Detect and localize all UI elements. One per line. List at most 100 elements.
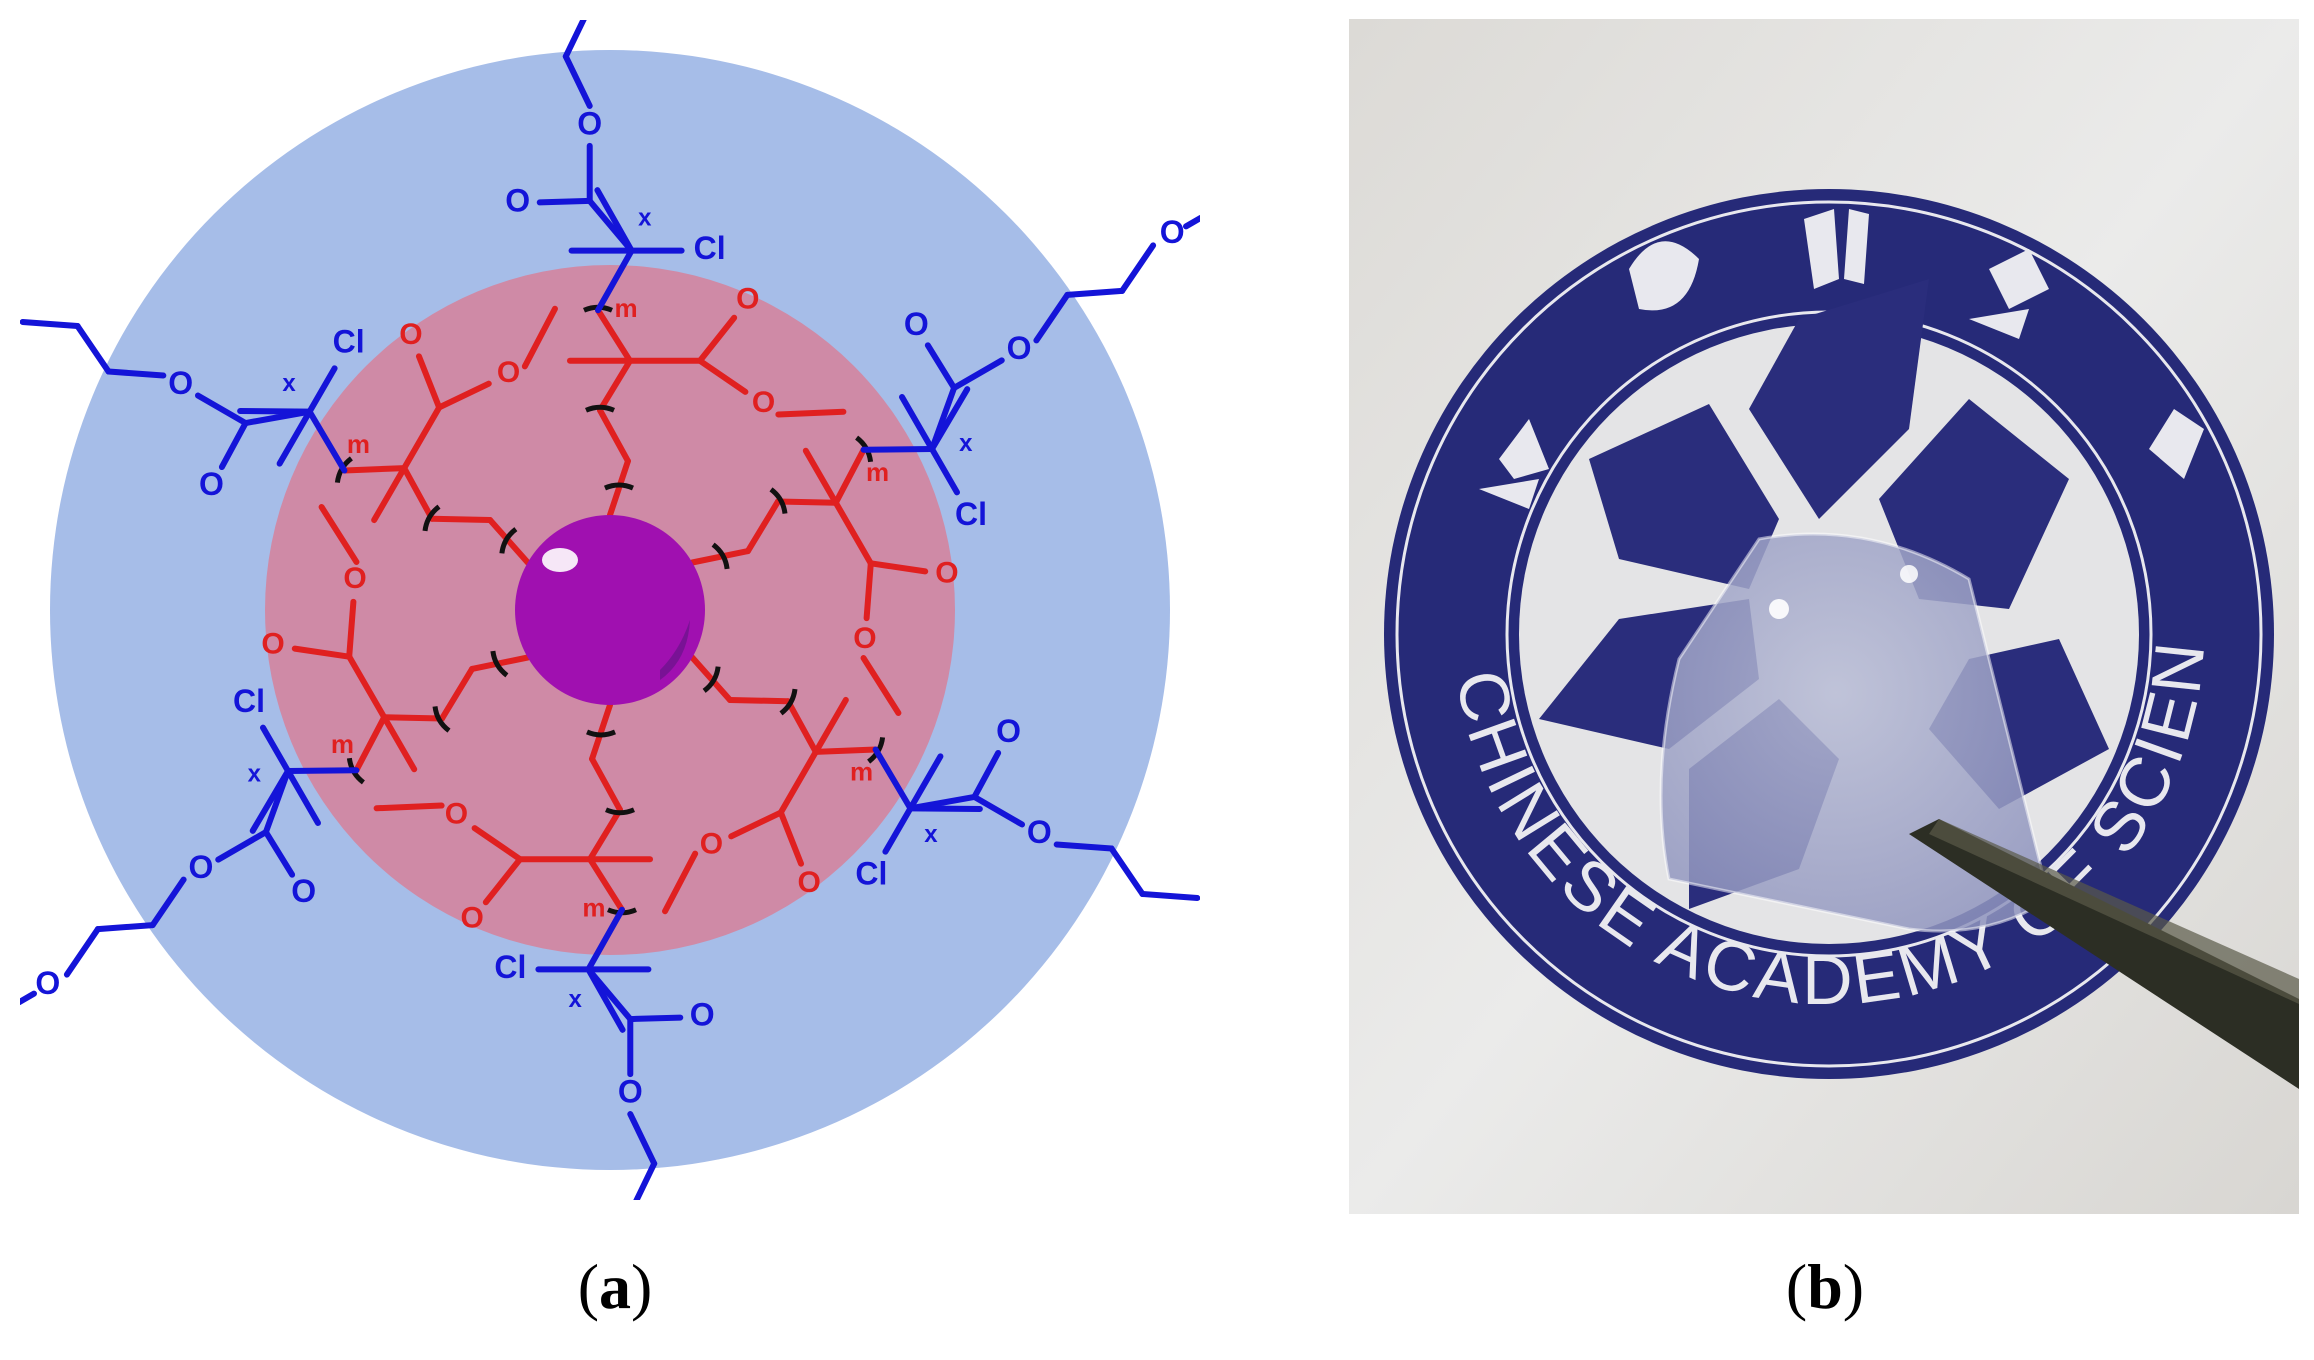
shell-chain-bond: [284, 767, 360, 774]
oxygen-label: O: [752, 386, 775, 419]
oxygen-label: O: [935, 557, 958, 590]
core-chain-bond: [726, 697, 791, 705]
repeat-x-label: x: [568, 986, 582, 1013]
core-chain-bond: [689, 654, 733, 704]
methyl-bond: [521, 305, 558, 370]
ester-bond: [585, 966, 634, 1023]
oxygen-label: O: [577, 105, 602, 141]
repeat-m-label: m: [331, 729, 354, 759]
oxygen-label: O: [904, 306, 929, 342]
oxygen-label: O: [797, 866, 820, 899]
chlorine-label: Cl: [233, 683, 265, 719]
core-chain-bond: [381, 714, 446, 722]
ester-bond: [951, 357, 1005, 391]
tweezers: [1909, 819, 2299, 1089]
oxygen-label: O: [736, 282, 759, 315]
core-chain-bond: [429, 515, 494, 523]
peg-chain-bond: [74, 323, 112, 375]
repeat-x-label: x: [924, 821, 938, 848]
oxygen-label: O: [445, 798, 468, 831]
chlorine-label: Cl: [855, 855, 887, 891]
oxygen-label: O: [188, 849, 213, 885]
carbonyl-bond: [867, 560, 929, 575]
repeat-x-label: x: [282, 370, 296, 397]
peg-chain-bond: [19, 318, 81, 330]
methyl-bond: [775, 408, 847, 418]
core-chain-bond: [832, 446, 867, 506]
caption-a: (a): [577, 1251, 653, 1322]
core-chain-bond: [487, 516, 531, 566]
chlorine-label: Cl: [694, 230, 726, 266]
core-chain-bond: [607, 458, 631, 518]
ester-bond: [929, 384, 958, 453]
peg-chain-bond: [1119, 242, 1157, 294]
peg-chain-bond: [627, 1111, 658, 1167]
methyl-bond: [802, 447, 839, 506]
repeat-m-label: m: [347, 429, 370, 459]
ester-bond: [194, 392, 249, 427]
peg-chain-bond: [1183, 214, 1204, 230]
repeat-bracket: [605, 807, 635, 816]
methyl-bond: [284, 767, 321, 826]
carbonyl-bond: [924, 342, 958, 391]
carbonyl-bond: [627, 1014, 684, 1023]
ester-bond: [832, 499, 874, 567]
star-polymer-diagram: OOmClxOOOyOOmClxOOOyOOmClxOOOyOOmClxOOOy…: [0, 0, 1248, 1330]
shell-chain-bond: [306, 408, 348, 474]
chlorine-label: Cl: [333, 324, 365, 360]
core-chain-bond: [689, 548, 751, 566]
ester-bond: [907, 793, 978, 812]
ester-bond: [696, 357, 749, 395]
oxygen-label: O: [199, 466, 224, 502]
ester-bond: [401, 404, 443, 472]
ester-bond: [436, 380, 492, 411]
methyl-bond: [276, 408, 313, 467]
repeat-bracket: [499, 527, 518, 554]
core-sphere: [515, 515, 705, 705]
photo-svg: CHINESE ACADEMY OF SCIENCES: [1322, 0, 2299, 1214]
carbonyl-bond: [415, 353, 443, 411]
chloro-bond: [306, 365, 338, 415]
chloro-bond: [259, 724, 291, 774]
peg-chain-bond: [1139, 890, 1201, 902]
peg-chain-bond: [1064, 287, 1126, 298]
repeat-bracket: [769, 487, 788, 514]
core-chain-bond: [589, 702, 613, 762]
caption-b: (b): [1785, 1251, 1865, 1322]
ester-bond: [777, 748, 819, 816]
repeat-m-label: m: [582, 893, 605, 923]
peg-chain-bond: [149, 876, 187, 929]
oxygen-label: O: [618, 1074, 643, 1110]
oxygen-label: O: [168, 365, 193, 401]
ester-bond: [971, 793, 1026, 828]
peg-chain-bond: [63, 926, 101, 978]
shell-chain-bond: [595, 247, 635, 314]
ester-bond: [346, 598, 357, 660]
ester-bond: [586, 197, 635, 254]
oxygen-label: O: [497, 356, 520, 389]
repeat-bracket: [603, 482, 634, 491]
chlorine-label: Cl: [494, 949, 526, 985]
carbonyl-bond: [536, 197, 593, 206]
oxygen-label: O: [690, 996, 715, 1032]
star-polymer-svg: OOmClxOOOyOOmClxOOOyOOmClxOOOyOOmClxOOOy…: [0, 0, 1248, 1330]
seal-characters: [1479, 209, 2204, 509]
repeat-bracket: [711, 542, 730, 570]
oxygen-label: O: [505, 182, 530, 218]
core-chain-bond: [774, 498, 839, 506]
peg-chain-bond: [105, 368, 167, 379]
core-chain-bond: [812, 746, 879, 755]
methyl-bond: [662, 850, 699, 915]
oxygen-label: O: [343, 562, 366, 595]
oxygen-label: O: [1160, 214, 1185, 250]
repeat-bracket: [586, 729, 617, 738]
peg-chain-bond: [1108, 845, 1146, 897]
oxygen-label: O: [460, 901, 483, 934]
carbonyl-bond: [777, 809, 805, 867]
oxygen-label: O: [996, 713, 1021, 749]
oxygen-label: O: [35, 965, 60, 1001]
repeat-bracket: [432, 706, 451, 733]
repeat-m-label: m: [850, 757, 873, 787]
core-chain-bond: [589, 755, 623, 813]
oxygen-label: O: [1027, 814, 1052, 850]
